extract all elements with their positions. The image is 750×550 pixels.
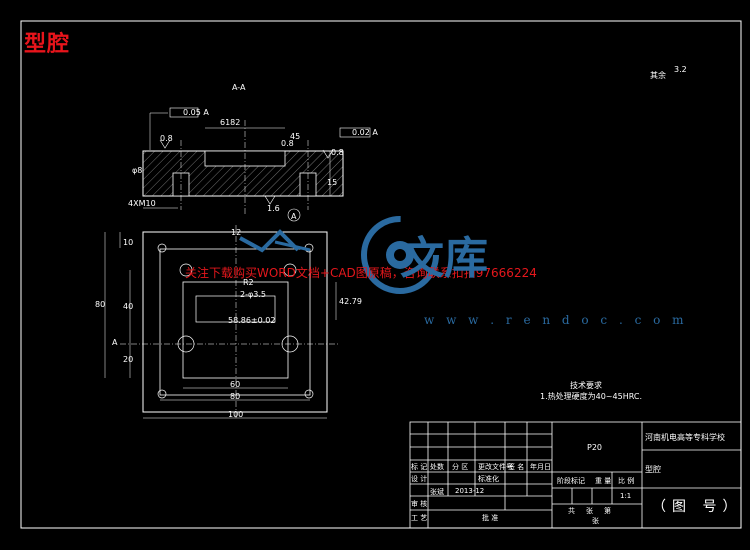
title-block bbox=[409, 421, 742, 529]
row-year: 2013-12 bbox=[455, 487, 485, 495]
row-zone: 分 区 bbox=[452, 463, 469, 471]
section-marker: A bbox=[291, 212, 297, 221]
dim-40: 40 bbox=[123, 302, 134, 311]
dim-finish-b: 0.8 bbox=[331, 148, 344, 157]
row-sign: 签 名 bbox=[508, 463, 525, 471]
row-weight: 重 量 bbox=[595, 477, 612, 485]
material: P20 bbox=[587, 443, 603, 452]
watermark-logo bbox=[239, 216, 439, 294]
tech-item-1: 1.热处理硬度为40~45HRC. bbox=[540, 392, 642, 401]
dim-42-79: 42.79 bbox=[339, 297, 362, 306]
row-mark: 标 记 bbox=[411, 463, 428, 471]
page-title: 型腔 bbox=[24, 32, 71, 57]
section-label: A-A bbox=[232, 83, 246, 92]
dim-80-vert: 80 bbox=[95, 300, 106, 309]
surface-finish-label: 其余 bbox=[650, 71, 666, 80]
row-design: 设 计 bbox=[411, 475, 428, 483]
dim-80-horiz: 80 bbox=[230, 392, 241, 401]
dim-12: 12 bbox=[231, 228, 242, 237]
section-arrow-a: A bbox=[112, 338, 118, 347]
row-name: 张斌 bbox=[430, 488, 444, 496]
row-check: 审 核 bbox=[411, 500, 428, 508]
dim-45: 45 bbox=[290, 132, 301, 141]
sheets-total: 共 bbox=[568, 507, 575, 515]
dim-20: 20 bbox=[123, 355, 134, 364]
dim-58-86: 58.86±0.02 bbox=[228, 316, 276, 325]
section-view bbox=[142, 107, 371, 222]
row-process: 工 艺 bbox=[411, 514, 428, 522]
dim-60: 60 bbox=[230, 380, 241, 389]
dim-finish-16: 1.6 bbox=[267, 204, 280, 213]
drawing-number: （图 号） bbox=[652, 499, 743, 515]
dim-15: 15 bbox=[327, 178, 338, 187]
dim-tol-002a: 0.02 A bbox=[352, 128, 378, 137]
drawing-frame bbox=[20, 20, 742, 529]
row-approve: 批 准 bbox=[482, 514, 499, 522]
tech-title: 技术要求 bbox=[570, 381, 602, 390]
sheet-no: 第 bbox=[604, 507, 611, 515]
watermark-notice: 关注下载购买WORD文档+CAD图原稿，咨询联系扣扣97666224 bbox=[185, 266, 537, 280]
school-name: 河南机电高等专科学校 bbox=[645, 433, 725, 442]
dim-phi8: φ8 bbox=[132, 166, 143, 175]
plan-view bbox=[104, 225, 340, 420]
scale-value: 1:1 bbox=[620, 492, 632, 500]
dim-2-phi3-5: 2-φ3.5 bbox=[240, 290, 266, 299]
row-date: 年月日 bbox=[530, 463, 551, 471]
row-doc: 更改文件号 bbox=[478, 463, 513, 471]
dim-100: 100 bbox=[228, 410, 244, 419]
surface-finish-value: 3.2 bbox=[674, 65, 687, 74]
part-name: 型腔 bbox=[645, 465, 661, 474]
dim-tol-005a: 0.05 A bbox=[183, 108, 209, 117]
dim-4xm10: 4XM10 bbox=[128, 199, 156, 208]
sheets-label: 张 bbox=[586, 507, 593, 515]
watermark-url: w w w . r e n d o c . c o m bbox=[424, 313, 688, 327]
dim-10: 10 bbox=[123, 238, 134, 247]
row-ratio: 比 例 bbox=[618, 477, 635, 485]
dim-6182: 6182 bbox=[220, 118, 241, 127]
row-stage: 阶段标记 bbox=[557, 477, 585, 485]
sheet-unit: 张 bbox=[592, 517, 599, 525]
dim-finish-c: 0.8 bbox=[281, 139, 294, 148]
row-std: 标准化 bbox=[478, 475, 499, 483]
dim-r2: R2 bbox=[243, 278, 254, 287]
row-count: 处数 bbox=[430, 463, 444, 471]
watermark-logo-text: 文库 bbox=[400, 233, 488, 284]
dim-finish-a: 0.8 bbox=[160, 134, 173, 143]
